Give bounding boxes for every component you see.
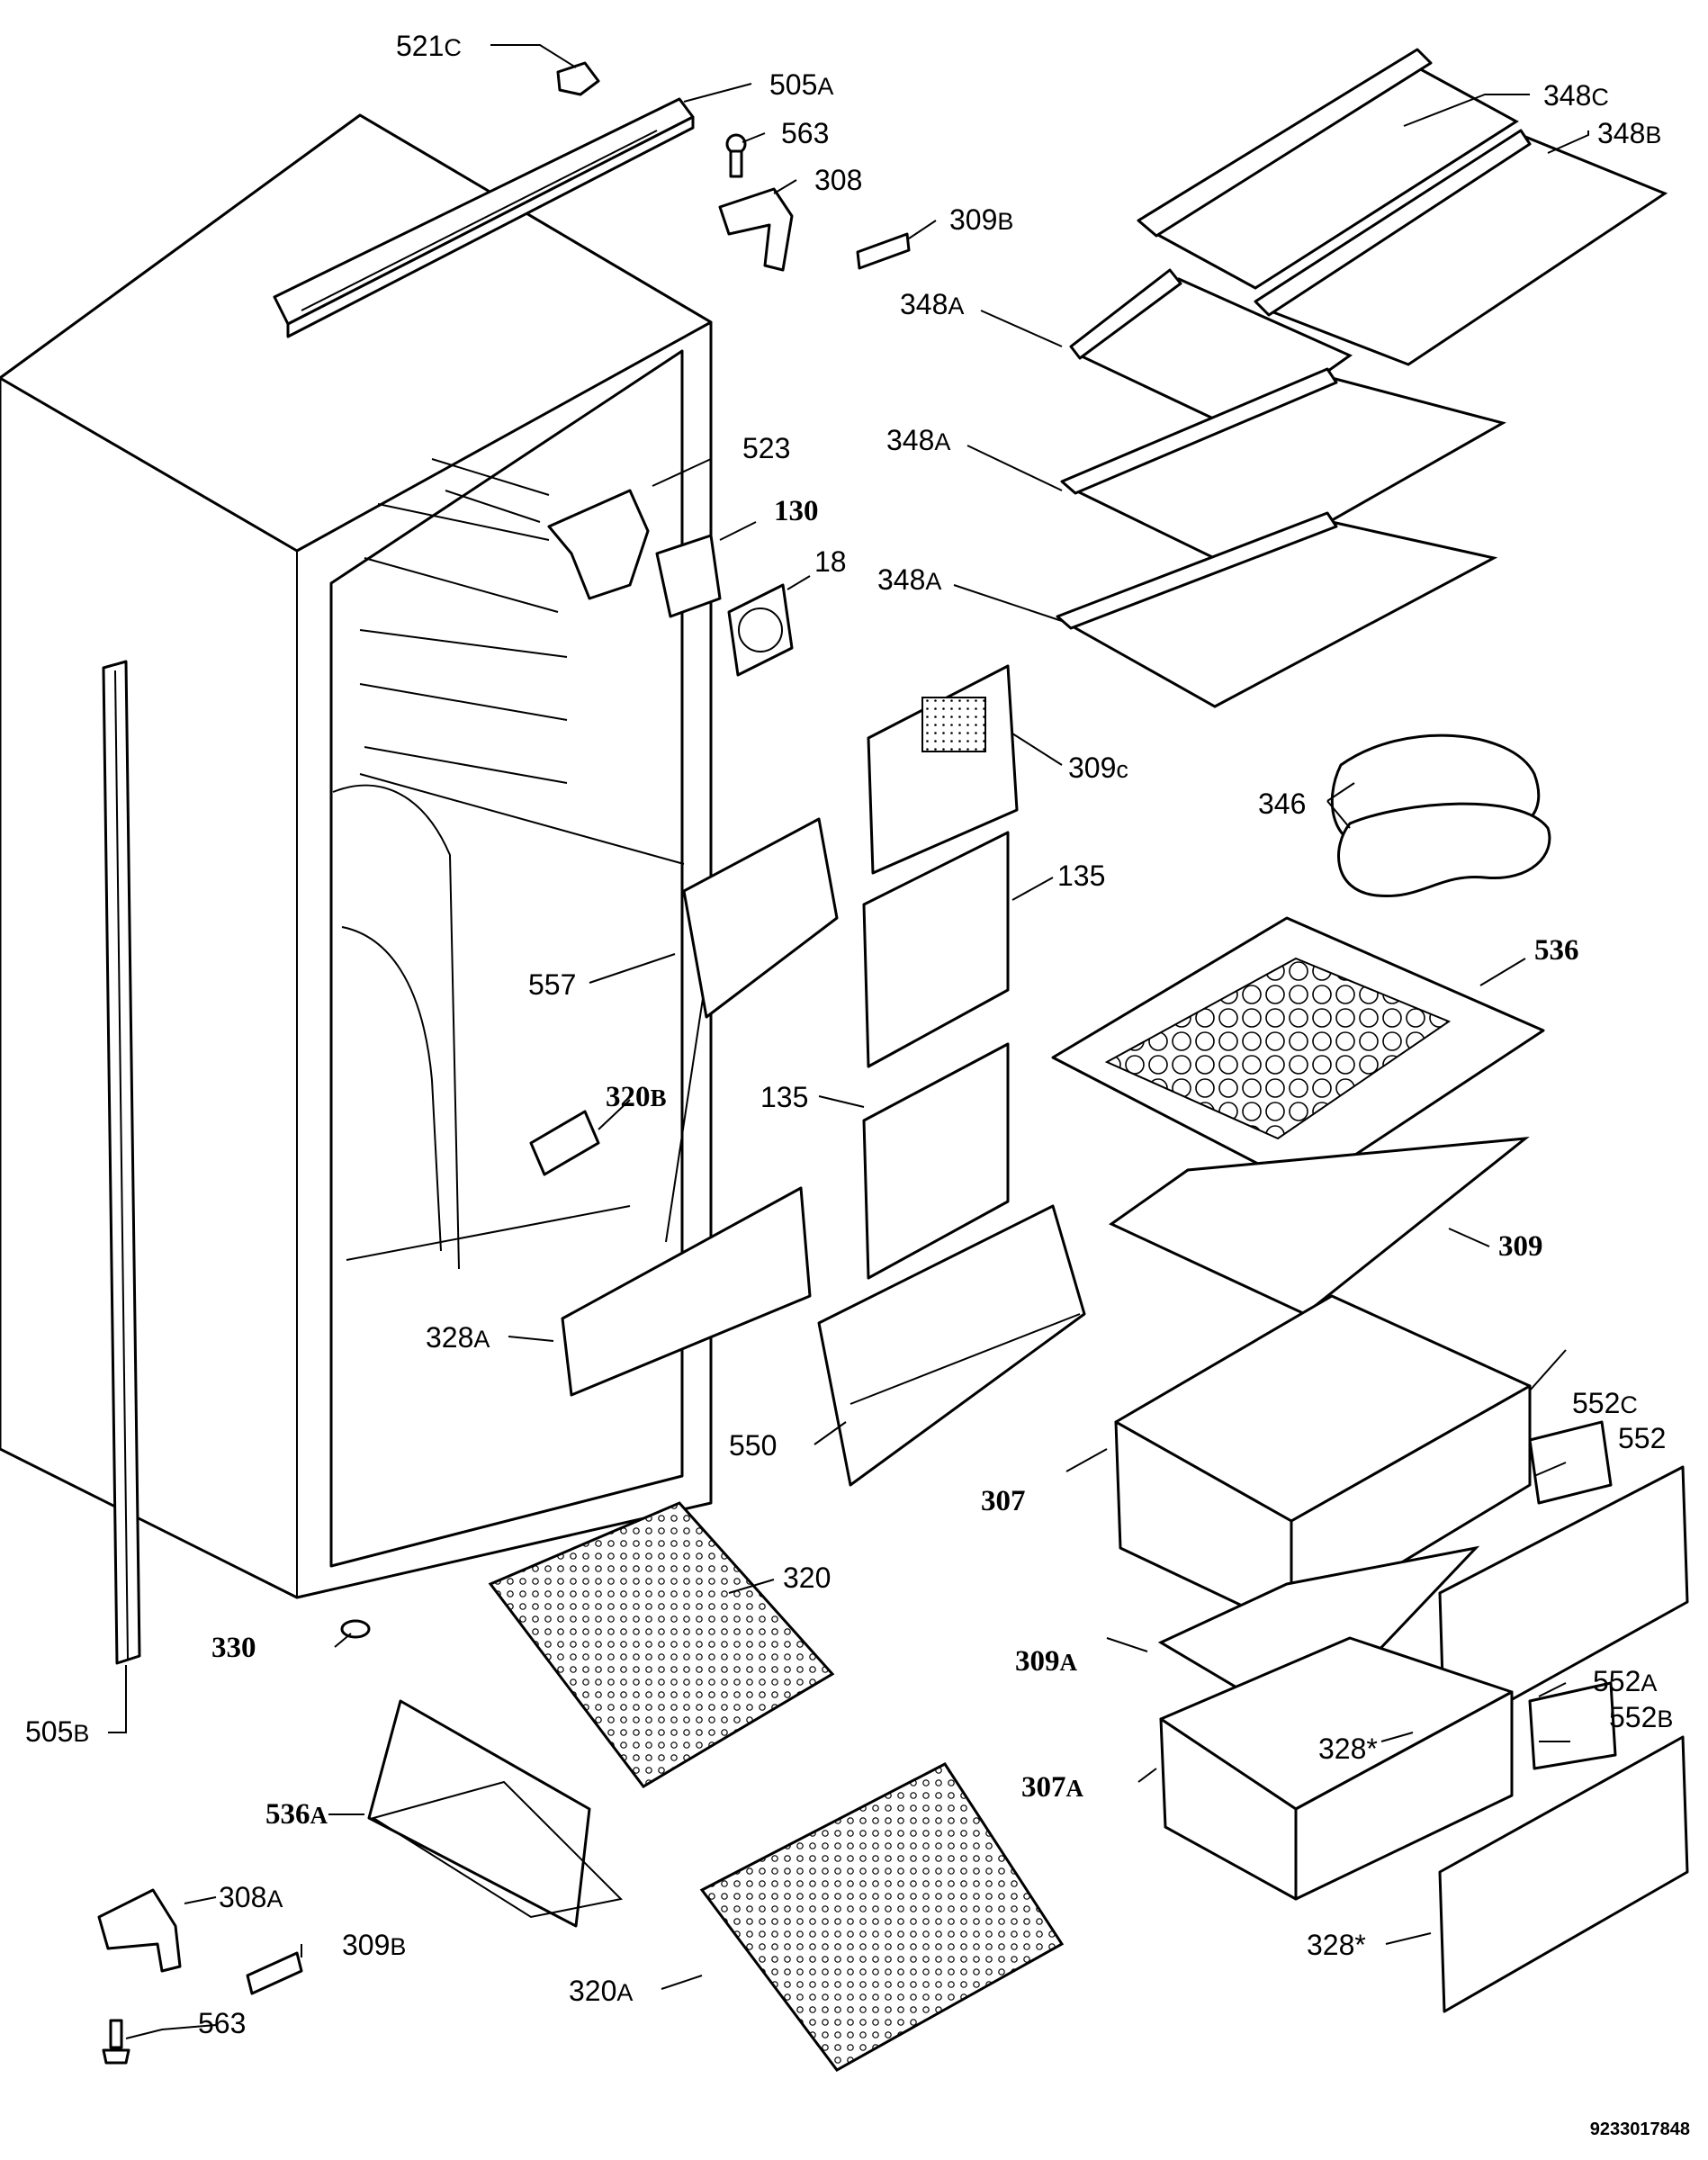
label-320: 320 <box>783 1562 832 1594</box>
vent-cover-309c <box>867 664 1019 875</box>
cover-557 <box>682 817 839 1019</box>
label-536: 536 <box>1534 934 1579 967</box>
label-505A: 505A <box>769 68 834 101</box>
runner-552A <box>1528 1681 1617 1770</box>
label-135-b: 135 <box>760 1081 809 1113</box>
basket-320 <box>488 1501 835 1788</box>
vent-panel-135-a <box>862 831 1010 1068</box>
label-135-a: 135 <box>1057 860 1106 892</box>
hinge-308 <box>718 187 794 272</box>
label-130: 130 <box>774 495 819 527</box>
drawer-307 <box>1114 1294 1532 1631</box>
label-320A: 320A <box>569 1975 634 2007</box>
label-308: 308 <box>814 164 863 196</box>
cap <box>556 61 600 96</box>
drawer-307A <box>1159 1636 1514 1901</box>
label-550: 550 <box>729 1429 778 1462</box>
label-552C: 552C <box>1572 1387 1638 1419</box>
leader-lines <box>108 44 1589 2039</box>
label-521C: 521C <box>396 30 462 62</box>
foot-330 <box>340 1619 371 1639</box>
label-309A: 309A <box>1015 1645 1077 1678</box>
vent-panel-135-b <box>862 1042 1010 1280</box>
fan-18 <box>727 583 794 677</box>
label-523: 523 <box>742 432 791 464</box>
label-348B: 348B <box>1597 117 1662 149</box>
door-seal-505B <box>102 660 141 1665</box>
control-housing-523 <box>547 489 650 600</box>
egg-tray-346 <box>1330 734 1551 898</box>
label-328A: 328A <box>426 1321 490 1354</box>
basket-320A <box>699 1762 1065 2072</box>
screw-bottom <box>102 2019 130 2065</box>
label-307A: 307A <box>1021 1771 1083 1804</box>
label-328-star-1: 328* <box>1318 1732 1378 1765</box>
label-563-top: 563 <box>781 117 830 149</box>
top-hinge-plate <box>273 97 695 338</box>
label-348A-1: 348A <box>900 288 965 320</box>
bulb-cover-130 <box>655 534 722 618</box>
screw-top <box>725 133 747 178</box>
label-552A: 552A <box>1593 1665 1658 1697</box>
label-330: 330 <box>211 1632 256 1664</box>
label-505B: 505B <box>25 1715 90 1748</box>
label-346: 346 <box>1258 788 1307 820</box>
tray-536 <box>1051 916 1545 1190</box>
label-307: 307 <box>981 1485 1026 1517</box>
label-552: 552 <box>1618 1422 1667 1454</box>
label-309: 309 <box>1498 1230 1543 1263</box>
bracket-550 <box>817 1204 1086 1487</box>
label-557: 557 <box>528 968 577 1001</box>
door-shelf-328A <box>561 1186 812 1397</box>
label-552B: 552B <box>1609 1701 1674 1733</box>
label-348A-2: 348A <box>886 424 951 456</box>
shelf-309 <box>1109 1137 1530 1316</box>
shelf-348B <box>1254 129 1668 366</box>
shelf-348A-2 <box>1060 367 1506 573</box>
label-308A: 308A <box>219 1881 283 1913</box>
label-328-star-2: 328* <box>1307 1929 1366 1961</box>
label-320B <box>529 1110 600 1176</box>
basket-536A <box>367 1699 624 1928</box>
label-18: 18 <box>814 545 847 578</box>
shelf-348A-3 <box>1056 511 1498 708</box>
hinge-308A <box>97 1888 182 1973</box>
cabinet <box>0 113 713 1599</box>
label-309c: 309c <box>1068 752 1128 784</box>
cover-309B-top <box>856 232 911 270</box>
drawer-front-328-2 <box>1438 1735 1689 2013</box>
label-348A-3: 348A <box>877 563 942 596</box>
document-id: 9233017848 <box>1589 2120 1690 2139</box>
runner-552C <box>1528 1420 1613 1505</box>
label-348C: 348C <box>1543 79 1609 112</box>
label-309B-top: 309B <box>949 203 1014 236</box>
label-309B-bottom: 309B <box>342 1929 407 1961</box>
shelf-348C <box>1137 48 1519 290</box>
label-563-bottom: 563 <box>198 2007 247 2039</box>
label-536A: 536A <box>265 1798 328 1831</box>
cover-309B-bottom <box>246 1951 303 1995</box>
label-320B: 320B <box>606 1081 667 1113</box>
